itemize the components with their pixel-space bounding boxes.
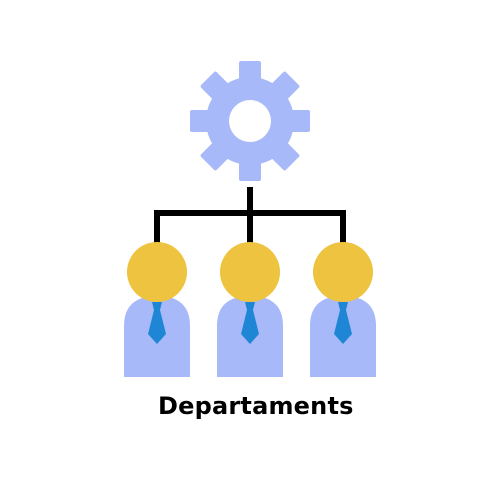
- person-icon-left: [124, 242, 190, 377]
- person-icon-center: [217, 242, 283, 377]
- gear-icon: [190, 61, 310, 181]
- caption-label: Departaments: [158, 392, 354, 420]
- person-icon-right: [310, 242, 376, 377]
- org-chart-connector-icon: [154, 187, 346, 243]
